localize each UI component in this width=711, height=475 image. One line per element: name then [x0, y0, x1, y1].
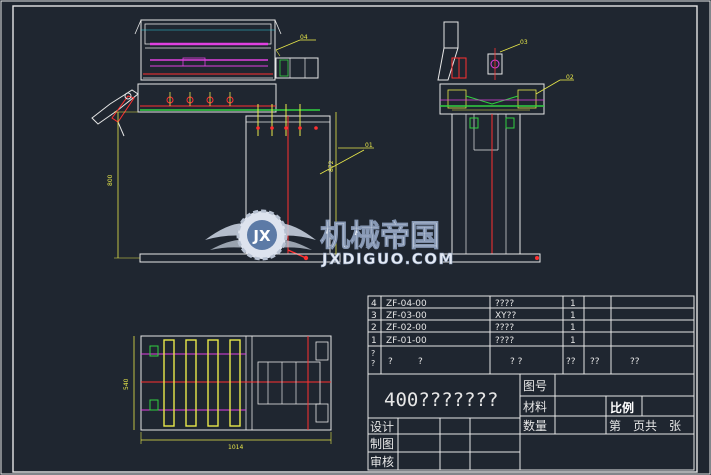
draw-label: 制图 — [370, 437, 394, 451]
plan-width-dim: 1014 — [228, 444, 243, 451]
title-block — [367, 295, 695, 471]
material-label: 材料 — [523, 400, 547, 414]
bom-header-code-a: ? — [388, 357, 393, 367]
bom-qty: 1 — [570, 323, 576, 333]
bom-seq: 1 — [371, 336, 377, 346]
bom-header-qty: ?? — [566, 357, 576, 367]
plan-depth-dim: 540 — [123, 378, 130, 390]
bom-seq: 2 — [371, 323, 377, 333]
review-label: 审核 — [370, 454, 394, 469]
quantity-label: 数量 — [523, 418, 547, 433]
front-view — [91, 19, 374, 263]
bom-header-seq-b: ? — [371, 359, 375, 368]
drawing-name: 400??????? — [384, 389, 498, 411]
balloon-01: 01 — [365, 142, 373, 149]
bom-code: ZF-03-00 — [386, 311, 427, 321]
bom-table: 4 ZF-04-00 ???? 1 3 ZF-03-00 XY?? 1 2 ZF… — [371, 299, 640, 368]
bom-header-name: ? ? — [510, 357, 523, 367]
bom-header-material: ?? — [590, 357, 600, 367]
bom-header-seq: ? — [371, 349, 375, 358]
plan-view — [133, 335, 332, 444]
logo-letters: JX — [252, 227, 271, 245]
bom-name: ???? — [495, 323, 514, 333]
balloon-02: 02 — [566, 74, 574, 81]
height-dim-mid: 872 — [328, 160, 335, 172]
bom-name: ???? — [495, 336, 514, 346]
bom-name: XY?? — [495, 311, 516, 321]
balloon-04: 04 — [300, 34, 308, 41]
balloon-03: 03 — [520, 39, 528, 46]
scale-label: 比例 — [610, 400, 634, 415]
side-view — [437, 21, 574, 263]
bom-code: ZF-01-00 — [386, 336, 427, 346]
bom-seq: 4 — [371, 299, 377, 309]
design-label: 设计 — [370, 420, 394, 434]
bom-qty: 1 — [570, 311, 576, 321]
inner-frame — [12, 5, 698, 473]
bom-code: ZF-02-00 — [386, 323, 427, 333]
bom-name: ???? — [495, 299, 514, 309]
bom-header-code-b: ? — [418, 357, 423, 367]
bom-qty: 1 — [570, 336, 576, 346]
sheet-count: 第 页共 张 — [609, 419, 681, 433]
watermark-domain: JXDIGUO.COM — [321, 250, 455, 268]
drawing-no-label: 图号 — [523, 379, 547, 393]
bom-code: ZF-04-00 — [386, 299, 427, 309]
height-dim-left: 800 — [107, 174, 114, 186]
watermark-logo: JX — [205, 209, 316, 261]
bom-seq: 3 — [371, 311, 377, 321]
bom-header-note: ?? — [630, 357, 640, 367]
watermark-title: 机械帝国 — [320, 219, 440, 254]
bom-qty: 1 — [570, 299, 576, 309]
